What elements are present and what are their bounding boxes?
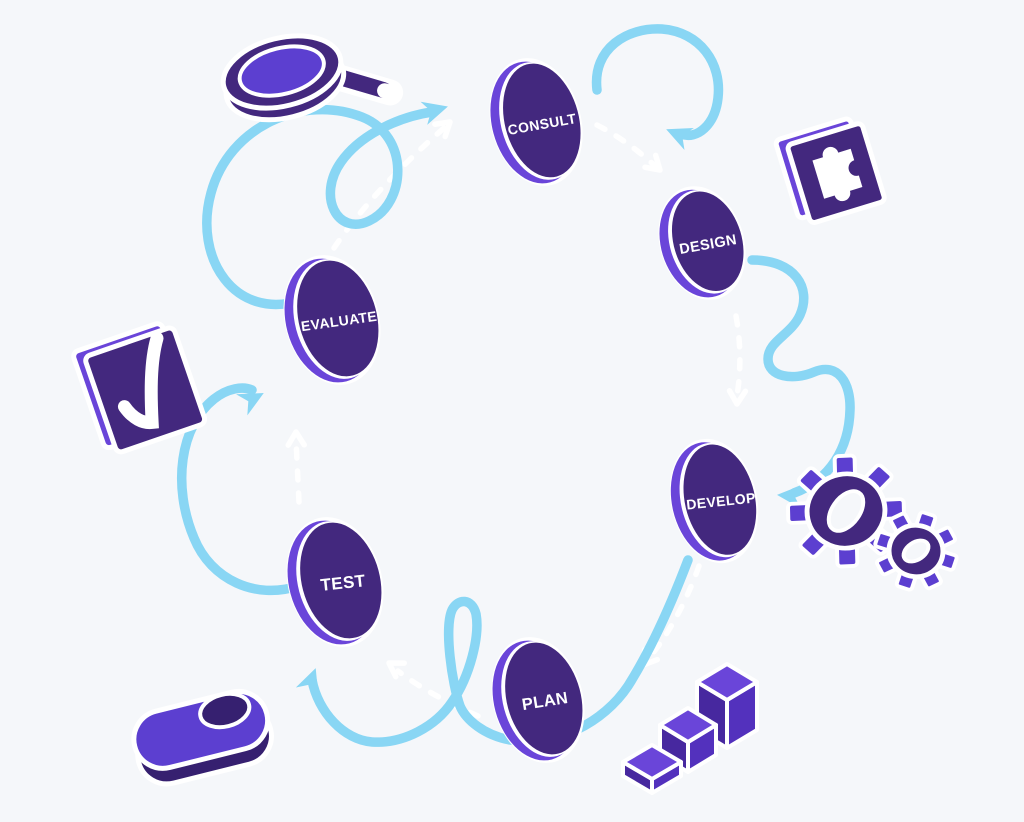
gear-large	[785, 453, 907, 569]
node-label-test: TEST	[320, 571, 367, 595]
dashed-design-develop	[733, 313, 743, 399]
magnifier-icon	[220, 33, 404, 123]
node-develop	[669, 438, 759, 564]
gears-icon	[785, 453, 959, 592]
dashed-arrowhead-evaluate	[288, 432, 304, 445]
swoosh-design-develop	[747, 255, 855, 498]
node-evaluate	[283, 255, 381, 385]
swoosh-evaluate-consult	[202, 104, 437, 310]
swoosh-consult-design	[591, 24, 724, 140]
block-flat	[621, 743, 683, 795]
dashed-plan-test	[395, 668, 481, 719]
puzzle-icon	[773, 116, 887, 225]
swoosh-test-evaluate	[176, 383, 303, 596]
gear-small	[873, 510, 959, 592]
node-design	[658, 186, 746, 300]
dashed-test-evaluate	[293, 437, 302, 505]
node-plan	[491, 637, 585, 763]
checkmark-icon	[71, 321, 208, 455]
dashed-develop-plan	[646, 563, 702, 661]
node-label-develop: DEVELOP	[685, 489, 756, 512]
cycle-nodes: CONSULT DESIGN DEVELOP PLAN	[283, 58, 759, 763]
dashed-consult-design	[594, 122, 658, 169]
blue-swoosh-arrows	[176, 24, 855, 747]
node-consult	[489, 58, 583, 186]
block-medium	[658, 706, 718, 774]
node-test	[286, 517, 384, 647]
bar-blocks-icon	[621, 662, 759, 795]
swoosh-develop-test	[307, 555, 693, 747]
dashed-cycle-connectors	[288, 116, 745, 719]
toggle-icon	[131, 688, 274, 787]
